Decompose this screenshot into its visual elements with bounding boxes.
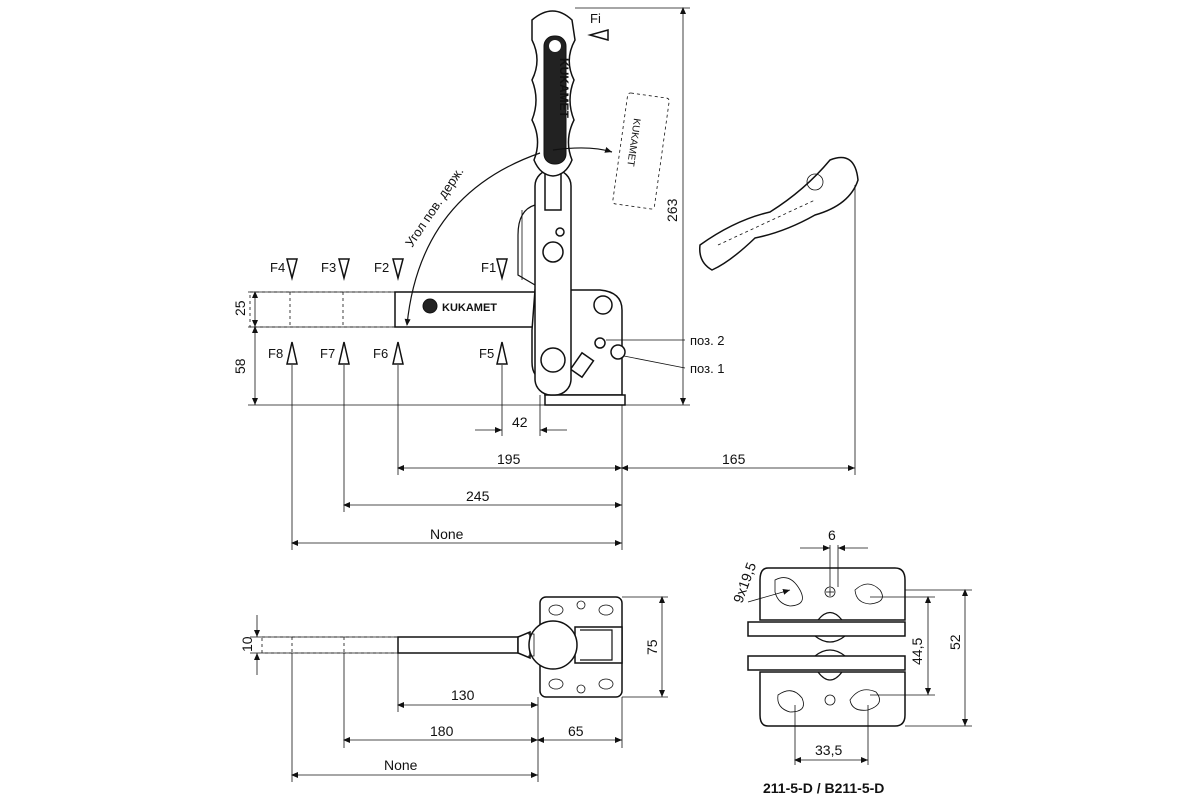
dim-33-5: 33,5	[815, 742, 842, 758]
side-view: KUKAMET KUKAMET	[232, 7, 859, 550]
pos2-label: поз. 2	[690, 333, 725, 348]
arm-brand-text: KUKAMET	[442, 302, 497, 314]
dim-58: 58	[232, 358, 248, 374]
dim-slot: 9x19,5	[730, 560, 759, 605]
top-view: 10 75 130 180 65 None	[239, 596, 668, 782]
force-fi: Fi	[587, 11, 609, 41]
base-plate-lower	[759, 671, 906, 727]
dim-none-top: None	[384, 757, 418, 773]
dim-52: 52	[947, 634, 963, 650]
dim-6: 6	[828, 527, 836, 543]
handle-open-brand-text: KUKAMET	[624, 118, 642, 167]
dim-42: 42	[475, 365, 567, 436]
force-f3-label: F3	[321, 260, 336, 275]
dim-heights-left: 25 58	[232, 291, 545, 406]
dim-75: 75	[644, 639, 660, 655]
top-view-base	[528, 596, 623, 698]
dim-base-plate: 6 9x19,5 44,5 52 33,5	[730, 527, 972, 765]
base-plate-upper	[759, 567, 906, 621]
force-f1-label: F1	[481, 260, 496, 275]
pos1-label: поз. 1	[690, 361, 725, 376]
model-caption: 211-5-D / B211-5-D	[763, 780, 884, 796]
base-plate-view: 6 9x19,5 44,5 52 33,5 211-5-D / B211-5-D	[730, 527, 972, 796]
dim-263: 263	[664, 198, 680, 222]
dim-42-text: 42	[512, 414, 528, 430]
force-f6-label: F6	[373, 346, 388, 361]
dim-none-side: None	[430, 526, 464, 542]
dim-65: 65	[568, 723, 584, 739]
dim-horizontal-chain: 195 165 245 None	[291, 185, 856, 550]
angle-label: Угол пов. держ.	[402, 164, 466, 250]
force-fi-label: Fi	[590, 11, 601, 26]
dim-44-5: 44,5	[909, 638, 925, 665]
force-f8-label: F8	[268, 346, 283, 361]
kukamet-logo-arm: KUKAMET	[422, 298, 497, 314]
dim-130: 130	[451, 687, 475, 703]
handle-grip: KUKAMET	[531, 10, 576, 177]
top-view-bar	[261, 630, 531, 660]
base-plate-clamp-top	[747, 621, 906, 637]
handle-open-position: KUKAMET	[612, 92, 670, 210]
forces-bottom: F8 F7 F6 F5	[268, 341, 508, 365]
clamp-arm: KUKAMET	[249, 291, 536, 328]
dim-180: 180	[430, 723, 454, 739]
dim-overall-height: 263	[575, 7, 690, 406]
dim-25: 25	[232, 300, 248, 316]
dim-195: 195	[497, 451, 521, 467]
position-labels: поз. 2 поз. 1	[606, 333, 725, 376]
handle-released-position	[699, 156, 859, 271]
dim-245: 245	[466, 488, 490, 504]
dim-top-view: 10 75 130 180 65 None	[239, 596, 668, 782]
force-f4-label: F4	[270, 260, 285, 275]
force-f2-label: F2	[374, 260, 389, 275]
dim-165: 165	[722, 451, 746, 467]
force-f7-label: F7	[320, 346, 335, 361]
clamp-link	[517, 169, 572, 396]
dim-10: 10	[239, 636, 255, 652]
forces-top: F4 F3 F2 F1	[270, 258, 508, 281]
base-plate-clamp-bottom	[747, 655, 906, 671]
handle-brand-text: KUKAMET	[557, 58, 571, 119]
force-f5-label: F5	[479, 346, 494, 361]
